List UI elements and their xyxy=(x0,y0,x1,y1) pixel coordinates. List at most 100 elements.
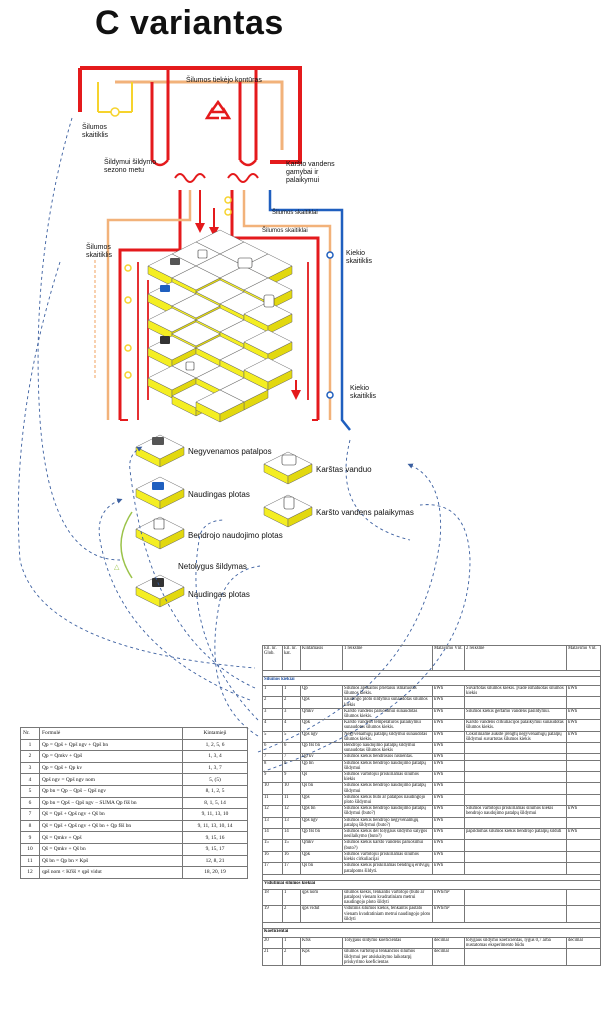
variables-table-header: Eil. nr. Glob. Eil. nr. kat. Kintamasis … xyxy=(262,645,601,671)
legend-useful-area-2: Naudingas plotas xyxy=(188,590,250,599)
cell-category-nr: 16 xyxy=(282,850,301,864)
formula-table-header: Nr. Formulė Kintamieji xyxy=(20,727,248,740)
cell-value-2: Cokoliniame aukšte įrengtų negyvenamųjų … xyxy=(464,730,567,744)
formula-text: Qš bn = Qp bn × Kpš xyxy=(39,854,183,868)
cell-unit-2 xyxy=(566,905,601,923)
formula-nr: 12 xyxy=(20,866,40,879)
cell-unit-1: kWh xyxy=(432,793,465,807)
cell-unit-1: kWh xyxy=(432,839,465,852)
cell-value-1: Šilumos kiekis bendrojo naudojimo patalp… xyxy=(342,782,433,795)
cell-unit-2 xyxy=(566,782,601,795)
heat-meter-left-label: Šilumos skaitiklis xyxy=(86,244,113,259)
cell-unit-2 xyxy=(566,850,601,864)
cell-category-nr: 11 xyxy=(282,793,301,807)
formula-variables: 1, 2, 5, 6 xyxy=(182,738,248,752)
cell-global-nr: 5 xyxy=(262,730,283,744)
cell-value-2 xyxy=(464,888,567,907)
legend-common-area: Bendrojo naudojimo plotas xyxy=(188,531,283,540)
cell-category-nr: 1 xyxy=(282,684,301,698)
cell-global-nr: 16 xyxy=(262,850,283,864)
formula-nr: 2 xyxy=(20,750,40,763)
formula-text: Qp = Qpš + Qp kv xyxy=(39,761,183,775)
cell-value-2 xyxy=(464,816,567,830)
cell-value-1: Šilumos kiekis bendrojo negyvenamųjų pat… xyxy=(342,816,433,830)
legend-hot-water: Karštas vanduo xyxy=(316,465,372,474)
cell-global-nr: 13 xyxy=(262,816,283,830)
distribution-pipes xyxy=(94,190,351,431)
cell-unit-2 xyxy=(566,793,601,807)
cell-unit-2 xyxy=(566,816,601,830)
legend-non-residential: Negyvenamos patalpos xyxy=(188,447,272,456)
cell-value-1: Šilumos kiekis karšto vandens paruošimui… xyxy=(342,839,433,852)
cell-unit-1: kWh xyxy=(432,696,465,709)
formula-text: Qš = Qpš + Qpš ngv + Qš bn xyxy=(39,808,183,821)
cell-global-nr: 14 xyxy=(262,828,283,841)
cell-variable: Qpš ngv xyxy=(300,816,343,830)
cell-global-nr: 9 xyxy=(262,771,283,784)
cell-unit-1: kWh xyxy=(432,850,465,864)
cell-unit-2: kWh xyxy=(566,719,601,732)
cell-unit-2: decimal xyxy=(566,936,601,950)
formula-variables: 1, 3, 4 xyxy=(182,750,248,763)
cell-value-2 xyxy=(464,850,567,864)
cell-unit-2 xyxy=(566,948,601,966)
legend-useful-area-1: Naudingas plotas xyxy=(188,490,250,499)
cell-category-nr: 8 xyxy=(282,759,301,773)
cell-global-nr: 10 xyxy=(262,782,283,795)
cell-value-2: Šilumos vartotojui priskiriamas šilumos … xyxy=(464,805,567,818)
cell-unit-1: decimal xyxy=(432,936,465,950)
formula-nr: 5 xyxy=(20,784,40,798)
cell-variable: Kpš xyxy=(300,948,343,966)
cell-category-nr: 14 xyxy=(282,828,301,841)
cell-unit-1: kWh xyxy=(432,730,465,744)
heat-meters-right-label-1: Šilumos skaitiklai xyxy=(272,210,318,216)
cell-variable: Qp fšš bn xyxy=(300,828,343,841)
cell-unit-1: kWh xyxy=(432,828,465,841)
cell-variable: qpš nom xyxy=(300,888,343,907)
cell-global-nr: 17 xyxy=(262,862,283,875)
hot-water-production-label: Karšto vandens gamybai ir palaikymui xyxy=(286,161,335,184)
formula-text: Qpš ngv = Qpš ngv nom xyxy=(39,773,183,786)
cell-variable: qpš vidut xyxy=(300,905,343,923)
cell-category-nr: 17 xyxy=(282,862,301,875)
formula-nr: 10 xyxy=(20,842,40,856)
formula-nr: 11 xyxy=(20,854,40,868)
cell-variable: Qp bn xyxy=(300,759,343,773)
cell-unit-2 xyxy=(566,839,601,852)
cell-value-2 xyxy=(464,696,567,709)
cell-variable: Qpk xyxy=(300,719,343,732)
formula-text: Qš = Qpš + Qpš ngv + Qš bn + Qp fšš bn xyxy=(39,819,183,833)
formula-variables: 1, 3, 7 xyxy=(182,761,248,775)
cell-category-nr: 1 xyxy=(282,936,301,950)
cell-unit-1: kWh xyxy=(432,771,465,784)
cell-variable: Qpš bn xyxy=(300,805,343,818)
cell-global-nr: 20 xyxy=(262,936,283,950)
cell-unit-1: kWh xyxy=(432,707,465,721)
formula-variables: 8, 1, 2, 5 xyxy=(182,784,248,798)
cell-unit-1: kWh xyxy=(432,805,465,818)
formula-text: Qš = Qmkv + Qš bn xyxy=(39,842,183,856)
cell-value-2: Šilumos kiekis gertamo vandens pašildymu… xyxy=(464,707,567,721)
cell-category-nr: 3 xyxy=(282,707,301,721)
cell-value-2 xyxy=(464,782,567,795)
cell-unit-2: kWh xyxy=(566,828,601,841)
formula-nr: 4 xyxy=(20,773,40,786)
cell-value-2 xyxy=(464,793,567,807)
cell-value-1: Šilumos kiekis dėl tolygaus šildymo saly… xyxy=(342,828,433,841)
cell-category-nr: 1 xyxy=(282,888,301,907)
cell-global-nr: 3 xyxy=(262,707,283,721)
formula-nr: 8 xyxy=(20,819,40,833)
